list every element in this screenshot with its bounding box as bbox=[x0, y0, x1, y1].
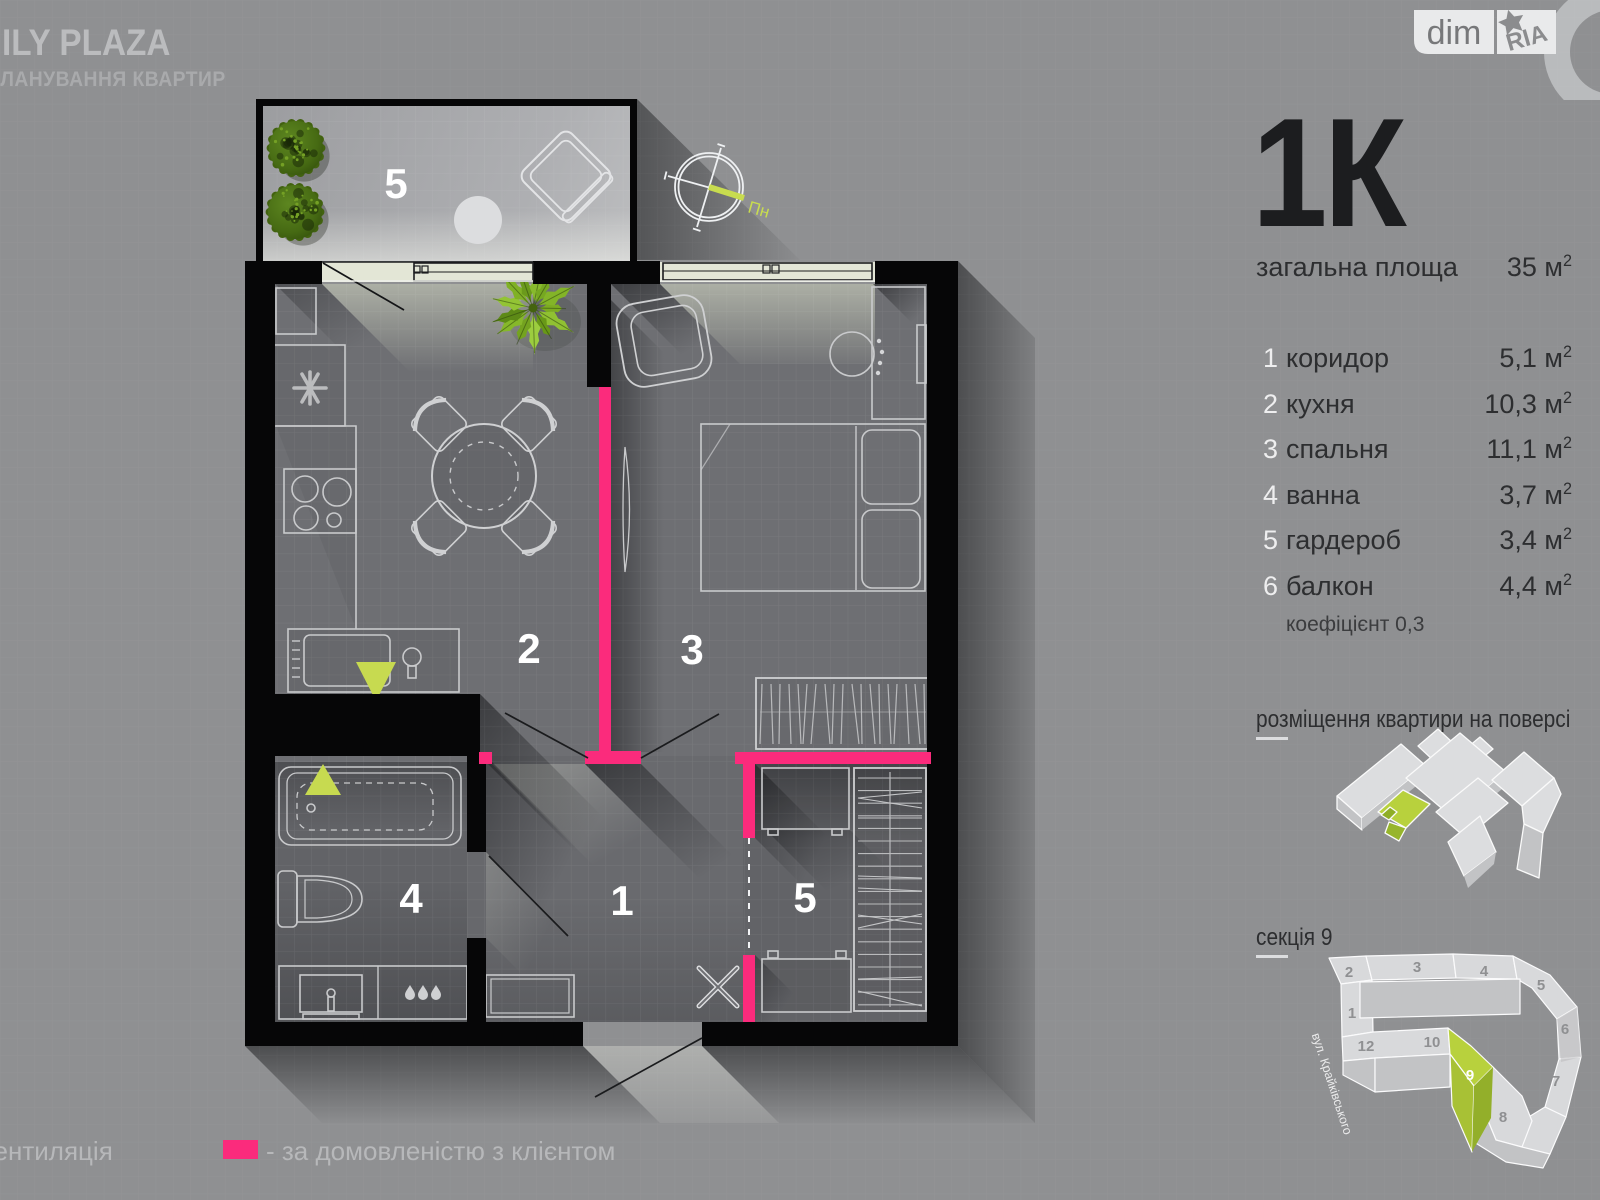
svg-text:4: 4 bbox=[399, 875, 423, 922]
svg-text:7: 7 bbox=[1552, 1073, 1560, 1090]
svg-text:5: 5 bbox=[1537, 977, 1545, 994]
svg-text:3: 3 bbox=[680, 626, 703, 673]
svg-text:4: 4 bbox=[1480, 963, 1489, 980]
svg-text:3: 3 bbox=[1413, 959, 1421, 976]
svg-text:8: 8 bbox=[1499, 1109, 1507, 1126]
svg-text:6: 6 bbox=[1561, 1021, 1569, 1038]
svg-text:5: 5 bbox=[384, 160, 407, 207]
svg-text:10: 10 bbox=[1424, 1034, 1441, 1051]
svg-text:12: 12 bbox=[1358, 1038, 1375, 1055]
svg-text:5: 5 bbox=[793, 874, 816, 921]
svg-text:9: 9 bbox=[1466, 1067, 1474, 1084]
svg-text:2: 2 bbox=[1345, 964, 1353, 981]
svg-text:2: 2 bbox=[517, 625, 540, 672]
svg-text:1: 1 bbox=[1348, 1005, 1356, 1022]
svg-text:dim: dim bbox=[1427, 14, 1482, 52]
svg-text:1: 1 bbox=[610, 877, 633, 924]
